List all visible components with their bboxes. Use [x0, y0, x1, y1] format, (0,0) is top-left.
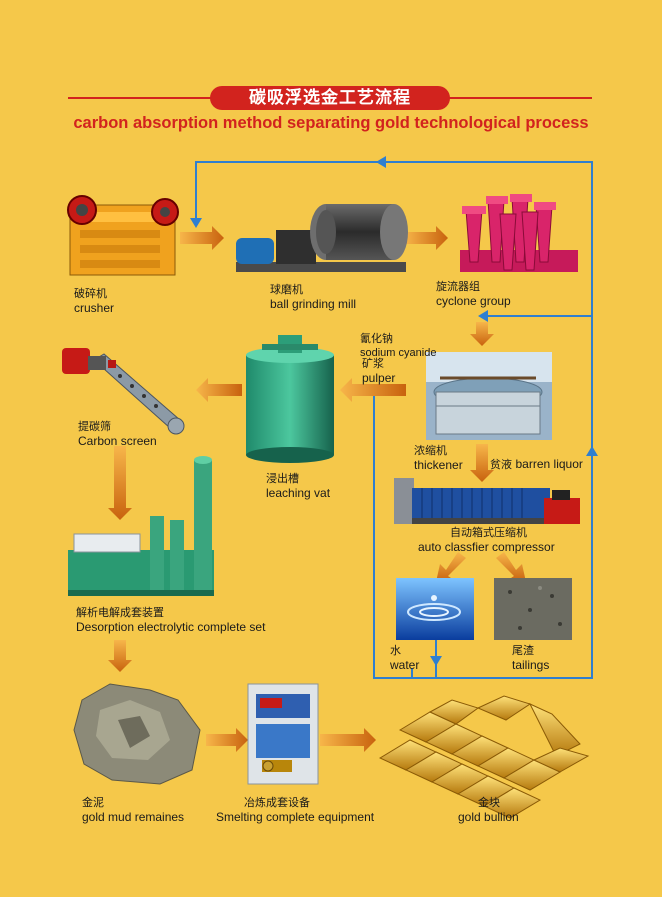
gold-mud-label: 金泥 gold mud remaines	[82, 796, 185, 824]
leaching-vat-label: 浸出槽 leaching vat	[266, 472, 331, 500]
smelting-equipment-illustration	[247, 683, 319, 785]
subtitle: carbon absorption method separating gold…	[73, 114, 589, 132]
title-rule-right	[446, 97, 592, 99]
cyclone-group-illustration	[460, 194, 578, 272]
gold-bullion-label: 金块 gold bullion	[458, 796, 519, 824]
smelting-label: 冶炼成套设备 Smelting complete equipment	[216, 796, 375, 824]
crusher-illustration	[67, 195, 179, 276]
sodium-cyanide-label: 氰化钠 sodium cyanide	[360, 332, 437, 359]
compressor-label: 自动箱式压缩机 auto classfier compressor	[418, 526, 555, 554]
carbon-screen-illustration	[62, 348, 185, 435]
desorption-set-illustration	[68, 456, 214, 596]
ball-mill-label: 球磨机 ball grinding mill	[270, 283, 357, 311]
ball-mill-illustration	[236, 204, 408, 272]
title-banner: 碳吸浮选金工艺流程	[210, 86, 450, 110]
crusher-label: 破碎机 crusher	[74, 287, 115, 315]
tailings-label: 尾渣 tailings	[512, 644, 550, 672]
tailings-illustration	[494, 578, 572, 640]
pulper-label: 矿浆 pulper	[362, 357, 396, 385]
water-label: 水 water	[390, 644, 420, 672]
thickener-label: 浓缩机 thickener	[414, 444, 463, 472]
title-rule-left	[68, 97, 214, 99]
barren-liquor-label: 贫液 barren liquor	[490, 457, 583, 471]
orange-arrows	[108, 226, 526, 752]
water-illustration	[396, 578, 474, 640]
gold-bullion-illustration	[378, 695, 590, 819]
thickener-illustration	[426, 352, 552, 440]
gold-mud-illustration	[73, 683, 201, 785]
desorption-label: 解析电解成套装置 Desorption electrolytic complet…	[76, 606, 266, 634]
leaching-vat-illustration	[246, 335, 334, 463]
carbon-screen-label: 提碳筛 Carbon screen	[78, 420, 157, 448]
compressor-illustration	[394, 478, 580, 524]
cyclone-label: 旋流器组 cyclone group	[436, 280, 511, 308]
